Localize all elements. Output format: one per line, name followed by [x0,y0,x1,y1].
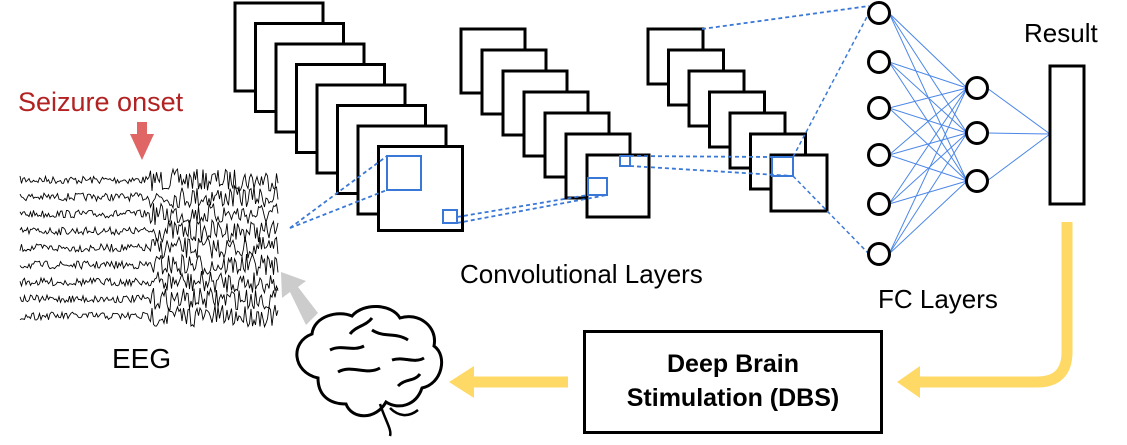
flatten-line [792,12,870,158]
fc-edge [888,132,968,156]
fc-edge [888,87,968,255]
fc-neuron [867,143,891,167]
fc-neuron [965,169,989,193]
eeg-trace [19,253,279,276]
conv-layer-1-stack [233,1,464,232]
receptive-field-line [456,194,589,218]
eeg-label: EEG [112,343,172,374]
result-to-dbs-arrowhead [897,366,920,398]
kernel-box [587,177,608,196]
fc-neuron [965,121,989,145]
fc-neuron [867,96,891,120]
receptive-field-line [289,155,388,229]
eeg-trace [19,304,279,329]
eeg-trace [19,202,279,226]
fc-edge [888,61,968,89]
seizure-onset-label: Seizure onset [18,87,184,117]
conv-layer-2-stack [459,27,651,219]
receptive-field-lines [289,5,870,229]
fc-neuron [867,242,891,266]
fc-edge [888,12,968,89]
fc-neuron [867,1,891,25]
fc-neuron [867,192,891,216]
conv2-front-map [585,153,651,219]
fc-neuron [965,76,989,100]
fc-connections [792,12,1051,255]
eeg-trace [19,184,279,210]
kernel-box [771,156,794,177]
result-label: Result [1024,18,1098,48]
conv-layers-label: Convolutional Layers [460,259,703,289]
fc-edge [888,132,968,255]
fc-edge [888,87,968,156]
fc-edge [986,87,1051,135]
receptive-field-line [629,155,773,158]
eeg-trace [19,271,279,295]
receptive-field-line [629,165,794,177]
eeg-trace [19,286,279,311]
fc-edge [986,133,1051,182]
dbs-to-brain-arrowhead [449,366,474,398]
fc-neurons [867,1,989,266]
kernel-box [619,155,631,167]
brain-icon [295,305,444,437]
fc-edge [888,180,968,255]
eeg-trace [19,235,279,260]
dbs-label-line2: Stimulation (DBS) [626,384,840,412]
dbs-box: Deep Brain Stimulation (DBS) [583,330,883,434]
result-to-dbs-arrow-line [920,222,1073,388]
seizure-onset-arrow [130,122,154,160]
eeg-trace [19,167,279,192]
feedback-arrow-gray [281,272,318,325]
eeg-trace [19,218,279,244]
fc-edge [888,132,968,205]
fc-layers-label: FC Layers [878,284,998,314]
fc-neuron [867,50,891,74]
fc-edge [986,132,1051,135]
fc-edge [888,180,968,205]
fc-edge [888,87,968,205]
flatten-line [792,175,870,255]
receptive-field-line [701,5,870,30]
fc-edge [888,107,968,134]
dbs-label-line1: Deep Brain [667,350,799,379]
receptive-field-line [456,194,608,224]
fc-edge [888,12,968,134]
fc-edge [888,87,968,109]
eeg-signal-traces [19,167,279,329]
conv-layer-3-stack [646,27,829,213]
result-box [1048,64,1086,206]
kernel-box [386,155,422,191]
receptive-field-line [289,189,388,229]
